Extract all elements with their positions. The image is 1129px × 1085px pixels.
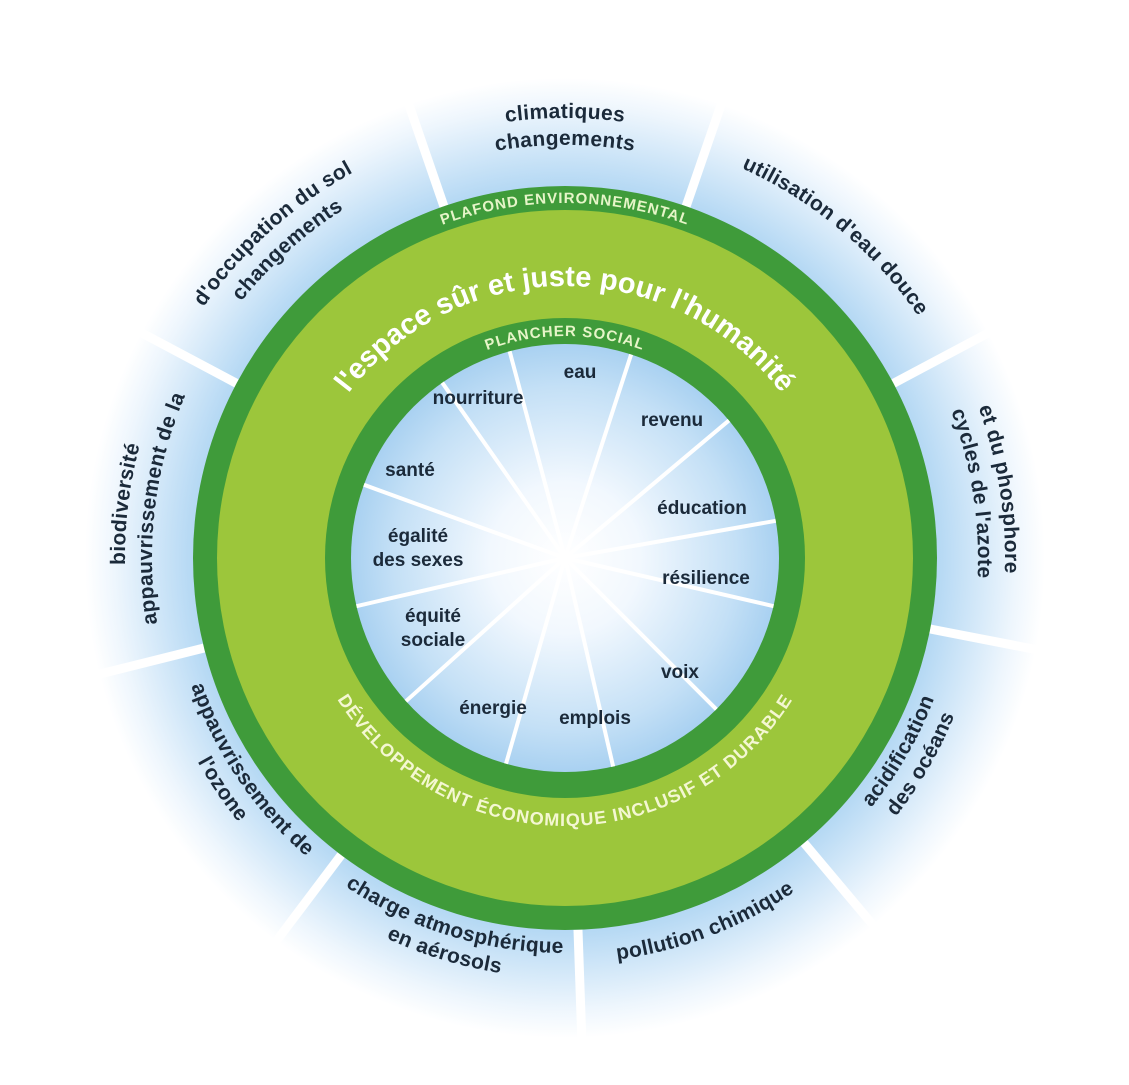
inner-divider — [564, 518, 777, 560]
foundation-label: emplois — [559, 708, 631, 729]
inner-divider — [356, 556, 566, 609]
foundation-label: des sexes — [373, 550, 464, 571]
foundation-label: santé — [385, 460, 435, 481]
inner-sector-dividers — [356, 350, 777, 767]
inner-divider — [504, 557, 567, 765]
inner-divider — [564, 556, 774, 609]
outer-divider — [269, 852, 345, 949]
outer-divider — [93, 643, 206, 680]
foundation-label: eau — [564, 362, 597, 383]
foundation-label: revenu — [641, 410, 703, 431]
inner-divider — [563, 418, 731, 560]
outer-divider — [134, 326, 239, 388]
foundation-label: égalité — [388, 526, 448, 547]
foundation-label: éducation — [657, 498, 747, 519]
foundation-label: équité — [405, 606, 461, 627]
foundation-label: voix — [661, 662, 699, 683]
inner-divider — [563, 557, 616, 767]
foundation-label: énergie — [459, 698, 527, 719]
inner-divider — [363, 482, 566, 560]
outer-divider — [681, 97, 728, 208]
ceiling-label-line: climatiques — [504, 100, 627, 127]
inner-divider — [507, 350, 567, 559]
foundation-label: nourriture — [433, 388, 524, 409]
outer-sector-dividers — [93, 97, 1042, 1043]
ceiling-label: climatiques — [504, 100, 627, 127]
outer-divider — [402, 97, 449, 208]
social-foundation-labels: eau revenu éducation résilience voix emplois é… — [373, 362, 750, 729]
outer-divider — [929, 624, 1042, 655]
outer-divider — [800, 840, 881, 933]
outer-divider — [891, 326, 996, 388]
outer-divider — [573, 929, 587, 1043]
inner-divider — [563, 556, 718, 711]
inner-divider — [563, 353, 634, 559]
foundation-label: sociale — [401, 630, 465, 651]
inner-divider — [440, 381, 567, 560]
foundation-label: résilience — [662, 568, 750, 589]
inner-divider — [404, 556, 567, 703]
